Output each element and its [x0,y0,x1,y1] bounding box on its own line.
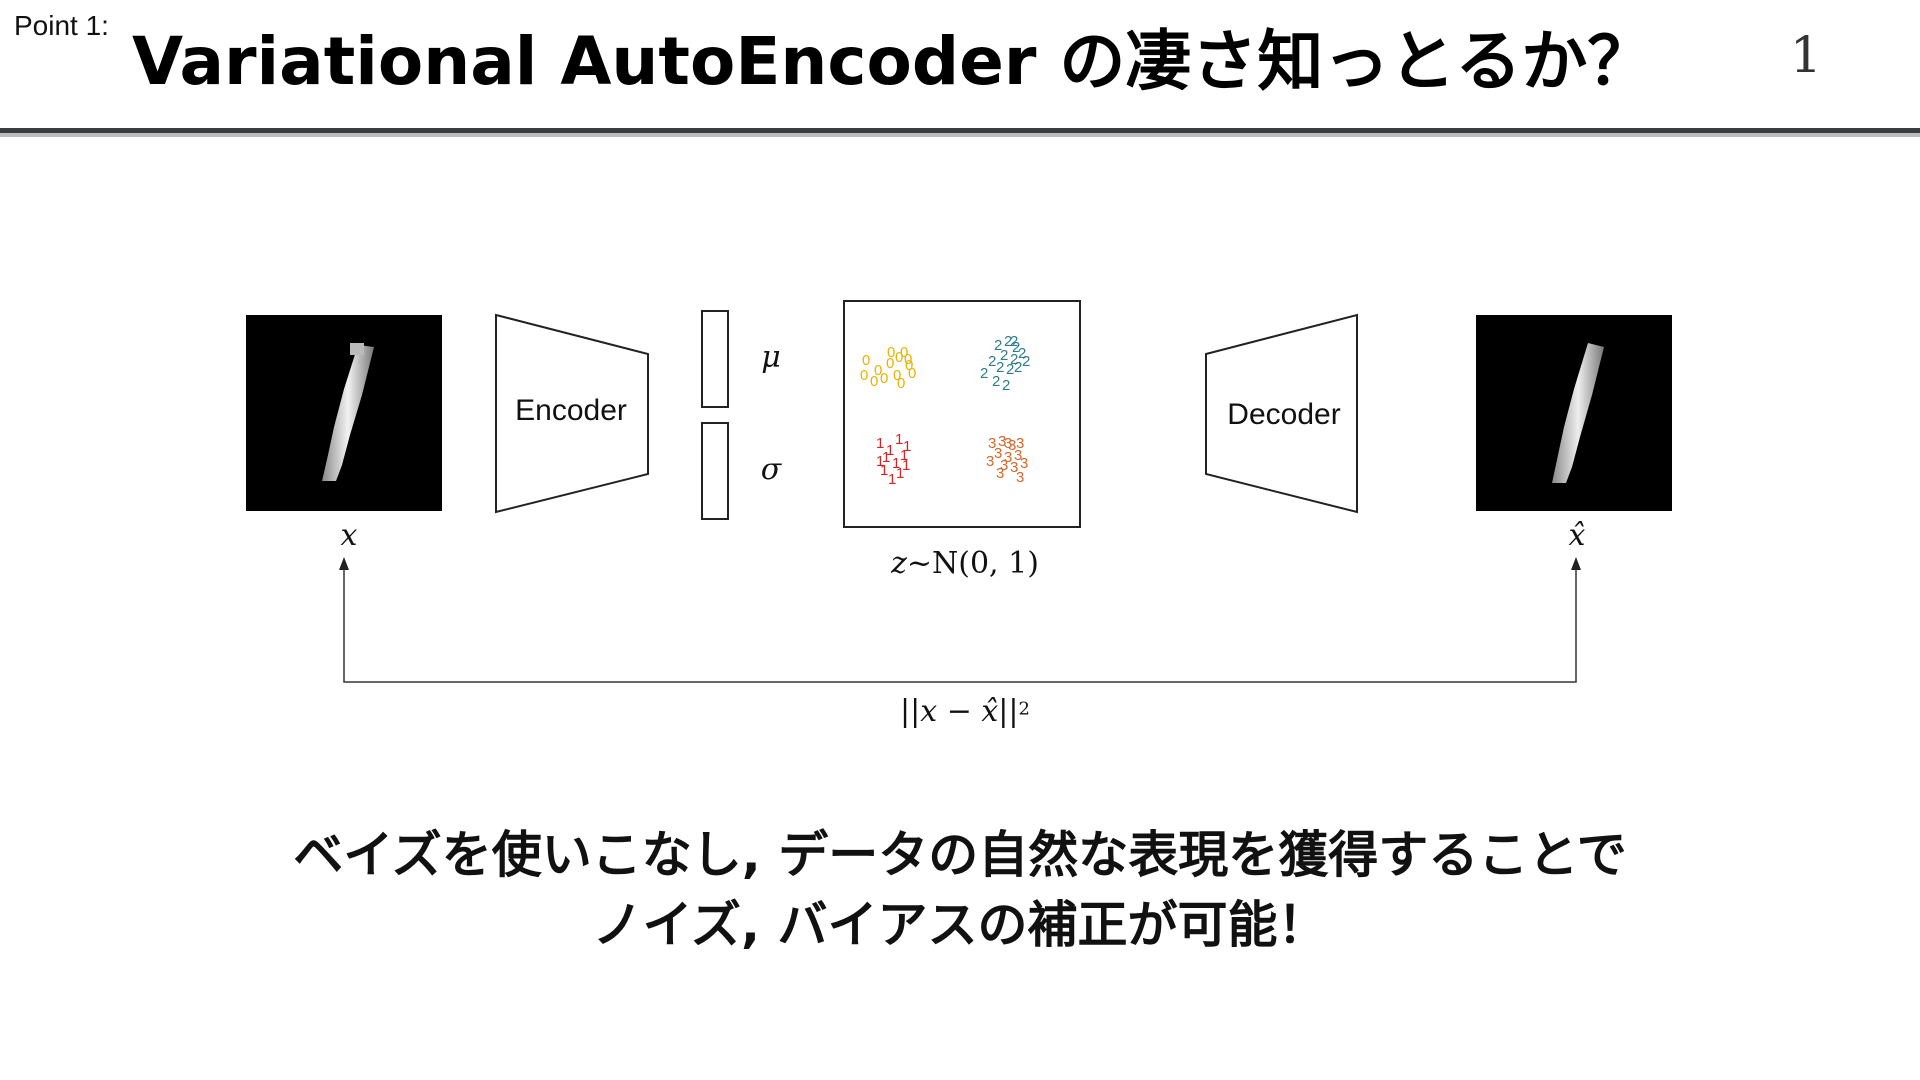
header-rule-shadow [0,133,1920,137]
latent-distribution-label: z~N(0, 1) [880,546,1050,581]
latent-point-3: 3 [986,453,994,470]
header-rule [0,128,1920,133]
latent-point-3: 3 [1016,435,1024,452]
encoder-label: Encoder [515,394,627,427]
slide-title: Variational AutoEncoder の凄さ知っとるか？ [132,23,1654,100]
latent-point-3: 3 [1004,435,1012,452]
conclusion-line-1: ベイズを使いこなし, データの自然な表現を獲得することで [293,826,1627,884]
output-digit-image [1476,315,1672,511]
latent-point-1: 1 [886,442,894,459]
latent-point-1: 1 [876,435,884,452]
mu-label: μ [761,340,781,375]
latent-point-0: 0 [905,357,913,374]
loss-path [343,560,1577,683]
sigma-vector-box [701,422,729,520]
latent-point-3: 3 [988,435,996,452]
latent-point-0: 0 [900,344,908,361]
latent-point-3: 3 [996,465,1004,482]
latent-space-frame [843,300,1081,528]
latent-point-0: 0 [880,370,888,387]
latent-point-1: 1 [888,471,896,488]
input-digit-image [246,315,442,511]
latent-point-2: 2 [1002,377,1010,394]
latent-point-0: 0 [895,349,903,366]
latent-point-3: 3 [1016,469,1024,486]
latent-point-2: 2 [1018,345,1026,362]
input-x-label: x [340,518,358,553]
loss-arrowhead-left [339,557,349,570]
latent-point-2: 2 [1010,333,1018,350]
latent-point-3: 3 [1010,459,1018,476]
latent-point-2: 2 [1000,347,1008,364]
sigma-label: σ [760,452,782,487]
latent-point-3: 3 [998,433,1006,450]
latent-point-0: 0 [860,367,868,384]
loss-label: ||x − x̂||2 [860,694,1070,729]
latent-point-1: 1 [876,453,884,470]
latent-point-1: 1 [900,447,908,464]
latent-point-2: 2 [988,353,996,370]
latent-point-0: 0 [862,352,870,369]
latent-point-0: 0 [908,365,916,382]
latent-distribution-text: ~N(0, 1) [906,546,1039,581]
point-label: Point 1: [14,10,109,41]
latent-point-2: 2 [1022,353,1030,370]
latent-point-1: 1 [892,455,900,472]
latent-point-0: 0 [904,351,912,368]
latent-point-0: 0 [897,375,905,392]
latent-point-2: 2 [1014,359,1022,376]
latent-point-3: 3 [994,445,1002,462]
latent-point-2: 2 [1006,361,1014,378]
latent-point-2: 2 [992,373,1000,390]
page-number: 1 [1790,26,1822,84]
latent-point-0: 0 [886,355,894,372]
latent-point-1: 1 [903,438,911,455]
digit-one-glyph [1552,343,1604,483]
conclusion-line-2: ノイズ, バイアスの補正が可能！ [592,896,1328,954]
latent-point-1: 1 [896,465,904,482]
latent-point-0: 0 [893,367,901,384]
latent-point-2: 2 [1010,351,1018,368]
latent-point-0: 0 [870,373,878,390]
loss-exponent: 2 [1018,698,1030,720]
latent-point-3: 3 [1004,449,1012,466]
loss-formula: ||x − x̂|| [900,694,1019,729]
output-xhat-label: x̂ [1568,518,1586,553]
latent-point-0: 0 [887,344,895,361]
latent-point-3: 3 [1014,447,1022,464]
latent-point-2: 2 [1004,333,1012,350]
loss-arrowhead-right [1571,557,1581,570]
mu-vector-box [701,310,729,408]
latent-point-1: 1 [882,449,890,466]
latent-point-3: 3 [1020,455,1028,472]
digit-one-glyph [322,343,374,481]
latent-point-1: 1 [880,462,888,479]
latent-point-2: 2 [980,365,988,382]
latent-point-2: 2 [1012,339,1020,356]
decoder-label: Decoder [1227,398,1341,431]
latent-point-3: 3 [1008,437,1016,454]
latent-point-2: 2 [996,359,1004,376]
encoder-trapezoid [495,313,649,514]
latent-point-2: 2 [994,337,1002,354]
latent-point-0: 0 [874,362,882,379]
decoder-trapezoid [1205,313,1358,514]
latent-point-3: 3 [1000,457,1008,474]
latent-point-1: 1 [902,457,910,474]
latent-z-symbol: z [891,546,907,581]
latent-point-1: 1 [895,431,903,448]
